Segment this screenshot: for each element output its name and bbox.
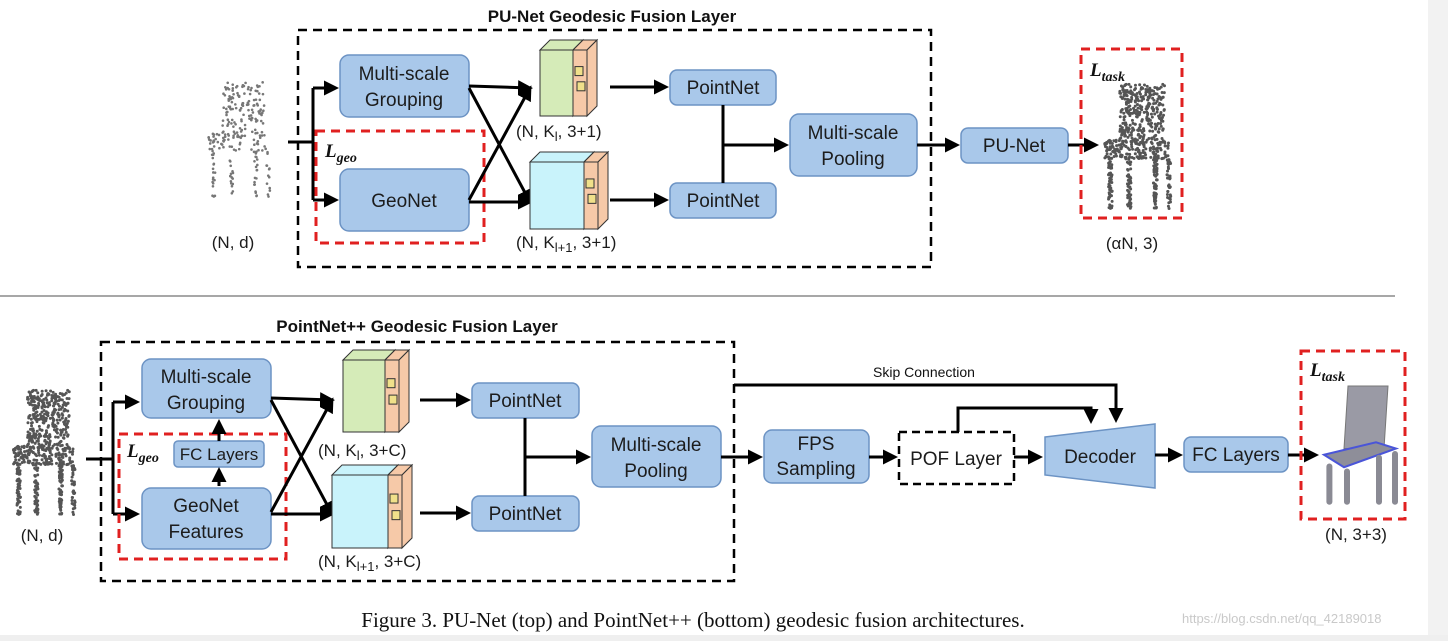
top-pooling-line2: Pooling: [821, 149, 884, 170]
top-punet-box: PU-Net: [960, 127, 1069, 164]
top-cube-2: [528, 150, 610, 231]
bottom-pof-layer-box: POF Layer: [897, 430, 1016, 486]
bottom-fusion-layer-frame: [99, 340, 736, 583]
bottom-output-dim: (N, 3+3): [1325, 525, 1387, 544]
top-cube-1: [538, 38, 599, 118]
bottom-fc-out-box: FC Layers: [1183, 436, 1289, 473]
top-input-chair-pointcloud: [207, 81, 272, 198]
bottom-tensor-2-label: (N, Kl+1, 3+C): [318, 552, 421, 574]
bottom-fc-layers-box: FC Layers: [173, 440, 265, 468]
bottom-fc-out-label: FC Layers: [1192, 445, 1280, 466]
top-geo-loss-frame: [314, 129, 486, 245]
watermark: https://blog.csdn.net/qq_42189018: [1182, 611, 1382, 626]
bottom-fc-layers-label: FC Layers: [180, 445, 258, 464]
top-task-loss-frame: [1079, 47, 1184, 220]
top-output-dim: (αN, 3): [1106, 234, 1158, 253]
top-grouping-box: Multi-scale Grouping: [339, 54, 470, 118]
top-grouping-line2: Grouping: [365, 90, 443, 111]
bottom-loss-geo-label: Lgeo: [126, 441, 159, 466]
bottom-pointnet-2-label: PointNet: [489, 504, 563, 525]
top-pointnet-2: PointNet: [669, 182, 777, 219]
bottom-input-dim: (N, d): [21, 526, 64, 545]
bottom-tensor-1-label: (N, Kl, 3+C): [318, 441, 406, 463]
bottom-fps-line1: FPS: [798, 434, 835, 455]
bottom-grouping-line1: Multi-scale: [161, 367, 252, 388]
bottom-strip: [0, 635, 1448, 641]
bottom-decoder-label: Decoder: [1064, 447, 1136, 468]
top-input-dim: (N, d): [212, 233, 255, 252]
bottom-geo-loss-frame: [117, 432, 288, 561]
bottom-cube-2: [330, 463, 414, 550]
bottom-pooling-line2: Pooling: [624, 461, 687, 482]
top-pooling-box: Multi-scale Pooling: [789, 113, 918, 177]
bottom-grouping-box: Multi-scale Grouping: [141, 358, 272, 419]
top-tensor-1-label: (N, Kl, 3+1): [516, 122, 602, 144]
top-loss-geo-label: Lgeo: [324, 141, 357, 166]
top-pointnet-2-label: PointNet: [687, 191, 761, 212]
top-loss-task-label: Ltask: [1089, 60, 1125, 85]
bottom-cube-1: [341, 348, 411, 434]
bottom-skip-connection-label: Skip Connection: [873, 364, 975, 380]
bottom-decoder-trapezoid: Decoder: [1044, 423, 1156, 489]
bottom-task-loss-frame: [1299, 349, 1407, 521]
top-geonet-label: GeoNet: [371, 191, 437, 212]
bottom-grouping-line2: Grouping: [167, 393, 245, 414]
top-pointnet-1-label: PointNet: [687, 78, 761, 99]
vertical-scrollbar[interactable]: [1428, 0, 1448, 641]
bottom-fps-sampling-box: FPS Sampling: [763, 429, 870, 484]
bottom-title: PointNet++ Geodesic Fusion Layer: [276, 317, 558, 336]
top-tensor-2-label: (N, Kl+1, 3+1): [516, 233, 616, 255]
top-grouping-line1: Multi-scale: [359, 64, 450, 85]
top-pooling-line1: Multi-scale: [808, 123, 899, 144]
bottom-pooling-box: Multi-scale Pooling: [591, 425, 722, 488]
top-pointnet-1: PointNet: [669, 69, 777, 106]
top-title: PU-Net Geodesic Fusion Layer: [488, 7, 737, 26]
top-punet-label: PU-Net: [983, 136, 1046, 157]
bottom-loss-task-label: Ltask: [1309, 360, 1345, 385]
top-output-chair-pointcloud: [1103, 82, 1173, 210]
bottom-geonet-line2: Features: [169, 522, 244, 543]
bottom-fps-line2: Sampling: [776, 459, 855, 480]
bottom-pof-label: POF Layer: [910, 449, 1003, 470]
top-geonet-box: GeoNet: [339, 168, 470, 232]
bottom-input-chair-pointcloud: [12, 388, 77, 516]
bottom-output-chair-mesh: [1321, 385, 1400, 505]
bottom-pointnet-2: PointNet: [471, 495, 580, 532]
bottom-geonet-features-box: GeoNet Features: [141, 487, 272, 550]
top-fusion-layer-frame: [296, 28, 933, 269]
bottom-pointnet-1-label: PointNet: [489, 391, 563, 412]
bottom-pooling-line1: Multi-scale: [611, 435, 702, 456]
bottom-panel: PointNet++ Geodesic Fusion Layer (N, d) …: [12, 317, 1407, 583]
bottom-pointnet-1: PointNet: [471, 382, 580, 419]
top-panel: PU-Net Geodesic Fusion Layer (N, d) Mult…: [207, 7, 1184, 269]
figure-caption: Figure 3. PU-Net (top) and PointNet++ (b…: [361, 608, 1024, 632]
bottom-geonet-line1: GeoNet: [173, 496, 239, 517]
